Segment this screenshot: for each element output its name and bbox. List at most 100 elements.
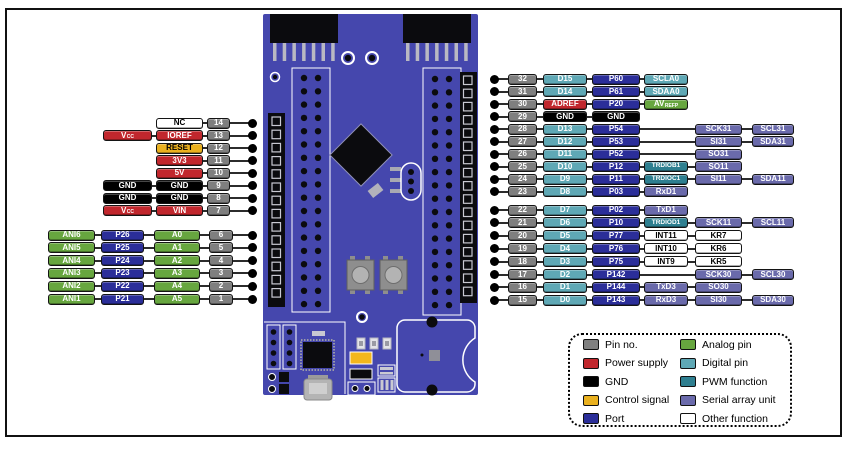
pin-label-chip: SDA31 [752,136,794,147]
pin-label-chip: SI31 [695,136,742,147]
pin-solder-point [489,162,499,171]
pin-label-chip: KR7 [695,230,742,242]
pin-label-chip: GND [156,180,203,191]
pin-label-chip: INT11 [644,230,688,242]
edge-connector-pads [271,75,473,298]
pin-label-chip: A1 [154,242,200,254]
legend-item: Digital pin [680,357,748,369]
pin-label-chip: D13 [543,123,587,135]
pin-solder-point [489,149,499,159]
board-pcb [263,14,478,395]
pin-solder-point [489,112,499,121]
pin-number-chip: 16 [508,281,537,293]
pin-label-chip: D15 [543,73,587,85]
smd-black [349,368,373,380]
legend-swatch [583,413,599,425]
push-button-right[interactable] [379,256,408,294]
pin-number-chip: 14 [207,117,230,129]
pin-number-chip: 3 [209,267,233,279]
pin-connector-line [51,298,252,300]
led-yellow [349,351,373,365]
connector-pins [273,43,468,61]
pin-solder-point [489,270,499,279]
pin-label-chip: INT10 [644,243,688,255]
pin-connector-line [494,178,791,180]
pin-number-chip: 24 [508,173,537,185]
pin-solder-point [489,295,499,305]
pin-label-chip: P60 [592,73,640,85]
pin-connector-line [494,299,791,302]
pin-label-chip: GND [592,111,640,122]
pin-label-chip: P03 [592,186,640,197]
pin-label-chip: D8 [543,186,587,197]
legend-swatch [680,376,696,388]
pin-label-chip: A2 [154,255,200,267]
pin-label-chip: SO31 [695,148,742,160]
pin-number-chip: 4 [209,255,233,267]
pin-number-chip: 1 [209,293,233,305]
pin-number-chip: 28 [508,123,537,135]
pin-label-chip: P75 [592,256,640,268]
pin-connector-line [159,159,252,162]
pin-number-chip: 19 [508,243,537,255]
legend-label: Port [605,412,625,425]
pin-connector-line [51,272,252,275]
pin-label-chip: P11 [592,173,640,185]
pin-solder-point [489,218,499,228]
pin-label-chip: P76 [592,243,640,255]
pin-solder-point [489,124,499,134]
pin-label-chip: SDAA0 [644,86,688,97]
pin-solder-point [247,131,257,140]
push-button-left[interactable] [346,256,375,294]
usb-controller-chip [300,331,335,371]
usb-connector[interactable] [303,375,333,401]
pin-number-chip: 17 [508,269,537,280]
legend-swatch [583,394,599,406]
legend-item: Analog pin [680,339,752,351]
pin-solder-point [247,143,257,153]
pin-solder-point [247,181,257,190]
pin-label-chip: SCK30 [695,269,742,280]
pin-connector-line [494,190,685,193]
legend-swatch [583,339,599,350]
pin-label-chip: P21 [101,293,144,305]
pin-label-chip: D11 [543,148,587,160]
pin-connector-line [51,246,252,249]
through-holes [300,74,453,309]
pin-number-chip: 21 [508,217,537,229]
legend-label: Control signal [605,394,670,407]
pin-solder-point [489,99,499,109]
pin-connector-line [494,209,685,211]
legend-item: Other function [680,413,768,425]
pin-solder-point [489,257,499,267]
battery-holder [396,316,476,396]
pin-label-chip: D0 [543,294,587,306]
pin-connector-line [494,140,791,143]
resistors [356,337,392,350]
pin-solder-point [489,87,499,96]
pin-connector-line [51,259,252,262]
pin-solder-point [489,231,499,241]
pin-label-chip: D9 [543,173,587,185]
pin-solder-point [489,137,499,146]
component-pack [377,364,396,393]
aux-headers [266,324,297,394]
pin-label-chip: P24 [101,255,144,267]
pin-number-chip: 32 [508,73,537,85]
board-illustration [263,14,478,401]
pin-label-chip: P25 [101,242,144,254]
legend-swatch [680,339,696,350]
pin-solder-point [489,174,499,184]
mount-hole-icon [269,51,379,83]
pin-number-chip: 9 [207,180,230,191]
pin-label-chip: ANI5 [48,242,95,254]
legend-item: PWM function [680,376,767,388]
pin-label-chip: A5 [154,293,200,305]
pin-label-chip: D12 [543,136,587,147]
pin-label-chip: KR5 [695,256,742,268]
pin-connector-line [159,147,252,149]
